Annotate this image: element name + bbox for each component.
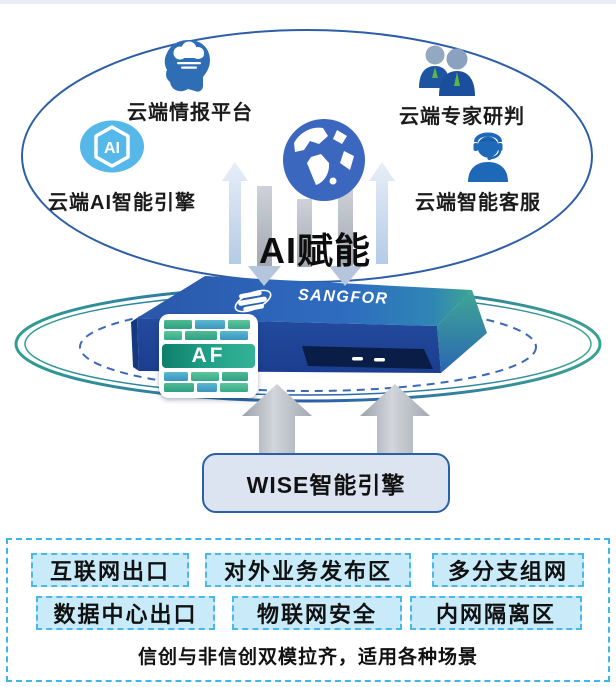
globe-icon: [281, 117, 367, 208]
label-cloud-experts: 云端专家研判: [399, 106, 525, 128]
af-firewall-badge: AF: [159, 314, 258, 398]
firewall-bricks: [164, 383, 253, 392]
af-band: AF: [162, 344, 255, 368]
firewall-bricks: [164, 372, 253, 381]
support-agent-icon: [460, 130, 516, 189]
brain-cloud-icon: [158, 36, 220, 105]
top-strip: [0, 0, 616, 4]
ai-hexagon-icon: AI: [79, 120, 145, 178]
sangfor-logo-icon: [234, 289, 272, 313]
af-badge-text: AF: [191, 344, 226, 367]
label-cloud-ai-engine: 云端AI智能引擎: [48, 192, 196, 214]
scenario-chip-internet-egress: 互联网出口: [31, 553, 189, 587]
scenario-chip-multi-branch: 多分支组网: [432, 553, 584, 587]
wise-arrows: [242, 384, 430, 455]
data-flow-arrows: [222, 162, 395, 267]
ai-empower-label: AI赋能: [258, 230, 371, 271]
experts-icon: [413, 40, 481, 107]
firewall-bricks: [164, 331, 253, 340]
firewall-bricks: [164, 320, 253, 329]
scenario-panel: 互联网出口 对外业务发布区 多分支组网 数据中心出口 物联网安全 内网隔离区 信…: [6, 538, 610, 682]
scenario-chip-external-service-zone: 对外业务发布区: [205, 553, 411, 587]
scenario-chip-intranet-isolation: 内网隔离区: [410, 596, 582, 630]
ai-badge-text: AI: [104, 140, 120, 157]
label-cloud-support: 云端智能客服: [415, 192, 541, 214]
wise-engine-box: WISE智能引擎: [202, 453, 450, 513]
scenario-chip-datacenter-egress: 数据中心出口: [36, 596, 215, 630]
label-cloud-intel: 云端情报平台: [127, 102, 253, 124]
scenario-chip-iot-security: 物联网安全: [232, 596, 402, 630]
scenario-caption: 信创与非信创双模拉齐，适用各种场景: [137, 647, 478, 668]
wise-engine-label: WISE智能引擎: [246, 472, 406, 498]
